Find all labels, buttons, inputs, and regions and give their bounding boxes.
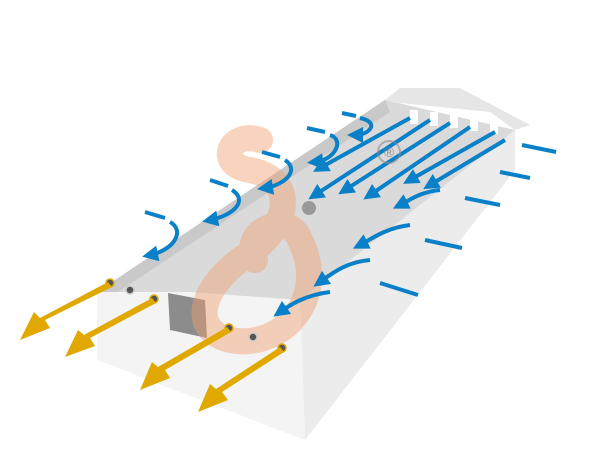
intake-airflow-right	[273, 143, 557, 317]
intake-airflow-left	[142, 111, 374, 262]
door	[168, 293, 207, 338]
logo-dot	[302, 201, 316, 215]
exhaust-airflow	[20, 282, 284, 412]
watermark-logo	[191, 125, 323, 355]
end-wall-inlets	[410, 110, 498, 134]
intake-airflow-long	[308, 116, 507, 200]
registered-mark: ®	[377, 140, 401, 164]
